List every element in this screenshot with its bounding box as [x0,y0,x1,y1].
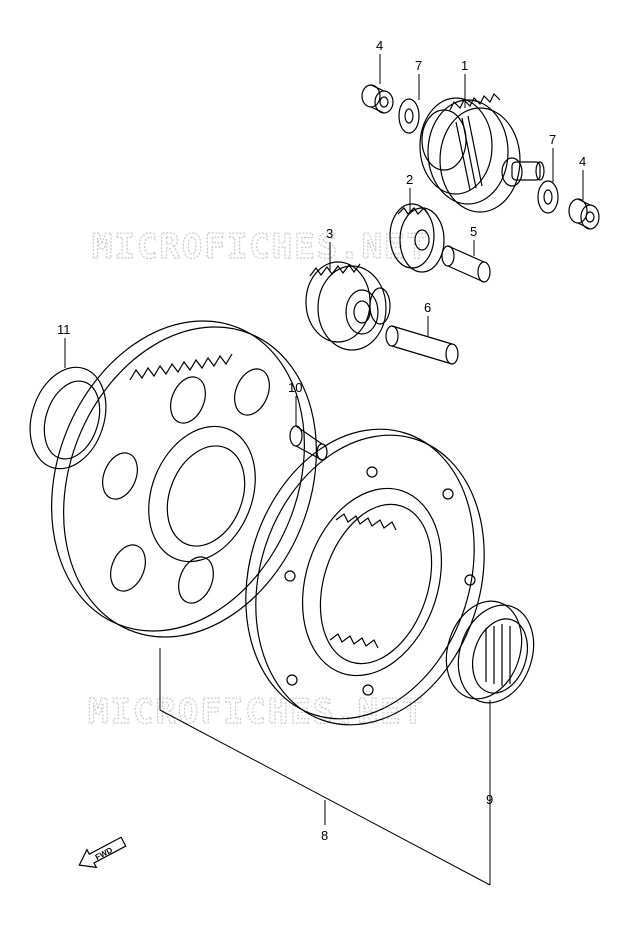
part-8-starter-driven-gear[interactable] [7,283,361,676]
callout-7-right: 7 [549,132,556,147]
callout-9: 9 [486,792,493,807]
part-9-needle-bearing[interactable] [434,591,545,712]
callout-4-top: 4 [376,38,383,53]
fwd-arrow-icon: FWD [78,836,127,869]
part-8-clutch-plate[interactable] [210,399,521,754]
callout-2: 2 [406,172,413,187]
callout-7-top: 7 [415,58,422,73]
part-10-bolt[interactable] [289,425,328,461]
callout-5: 5 [470,224,477,239]
callout-10: 10 [288,380,302,395]
part-7-washer-right[interactable] [537,180,559,214]
part-5-shaft[interactable] [441,245,491,283]
callout-6: 6 [424,300,431,315]
part-2-idle-gear[interactable] [389,203,445,273]
part-7-washer-left[interactable] [398,98,420,134]
part-3-gear[interactable] [305,261,391,351]
callout-4-right: 4 [579,154,586,169]
callout-3: 3 [326,226,333,241]
callout-1: 1 [461,58,468,73]
watermark-bottom: MICROFICHES.NET [88,692,425,732]
part-6-shaft[interactable] [385,325,459,365]
part-4-spacer-right[interactable] [568,198,600,230]
leader-lines [64,54,584,886]
part-1-starter-idle-gear[interactable] [419,92,545,213]
callout-8: 8 [321,828,328,843]
part-11-ring[interactable] [18,357,119,478]
part-4-spacer-left[interactable] [361,84,394,114]
watermark-top: MICROFICHES.NET [92,227,429,267]
callout-11: 11 [57,322,71,337]
